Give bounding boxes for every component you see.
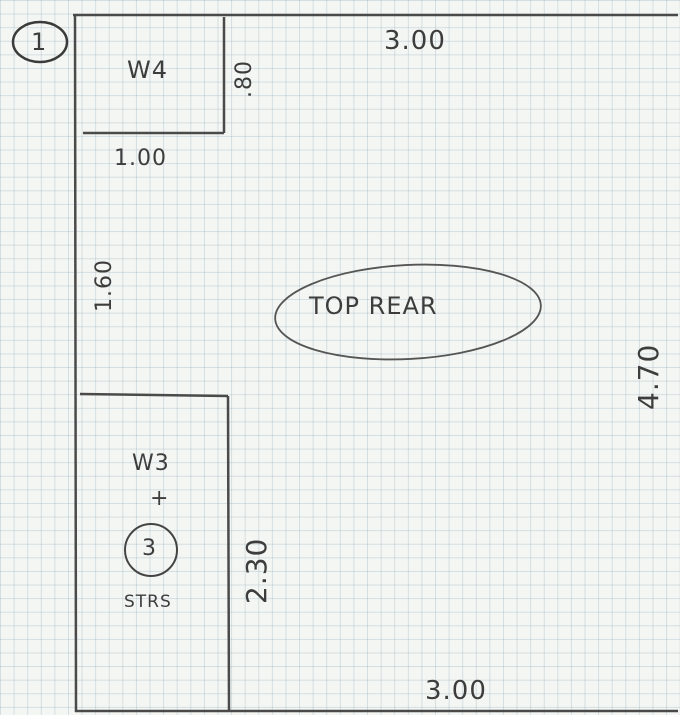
w3-wall-top	[79, 392, 229, 398]
w3-plus-sign: +	[150, 486, 170, 511]
area-name-label: TOP REAR	[309, 292, 438, 320]
w4-room-label: W4	[127, 56, 168, 84]
stairs-label: STRS	[124, 592, 172, 612]
top-width-dimension: 3.00	[384, 26, 446, 56]
height-dimension: 4.70	[632, 343, 665, 410]
w3-wall-right	[226, 395, 231, 712]
area-ellipse	[274, 263, 542, 361]
stairs-number: 3	[142, 536, 157, 561]
w4-width-dimension: 1.00	[114, 146, 167, 171]
outer-wall-left	[73, 14, 78, 713]
corridor-length-dimension: 1.60	[92, 259, 117, 312]
w3-length-dimension: 2.30	[240, 537, 273, 604]
sheet-number: 1	[31, 28, 48, 56]
sheet-number-circle	[11, 20, 69, 64]
w3-room-label: W3	[132, 451, 170, 476]
bottom-width-dimension: 3.00	[425, 676, 487, 706]
stairs-circle	[124, 523, 178, 577]
w4-depth-dimension: .80	[232, 60, 257, 98]
